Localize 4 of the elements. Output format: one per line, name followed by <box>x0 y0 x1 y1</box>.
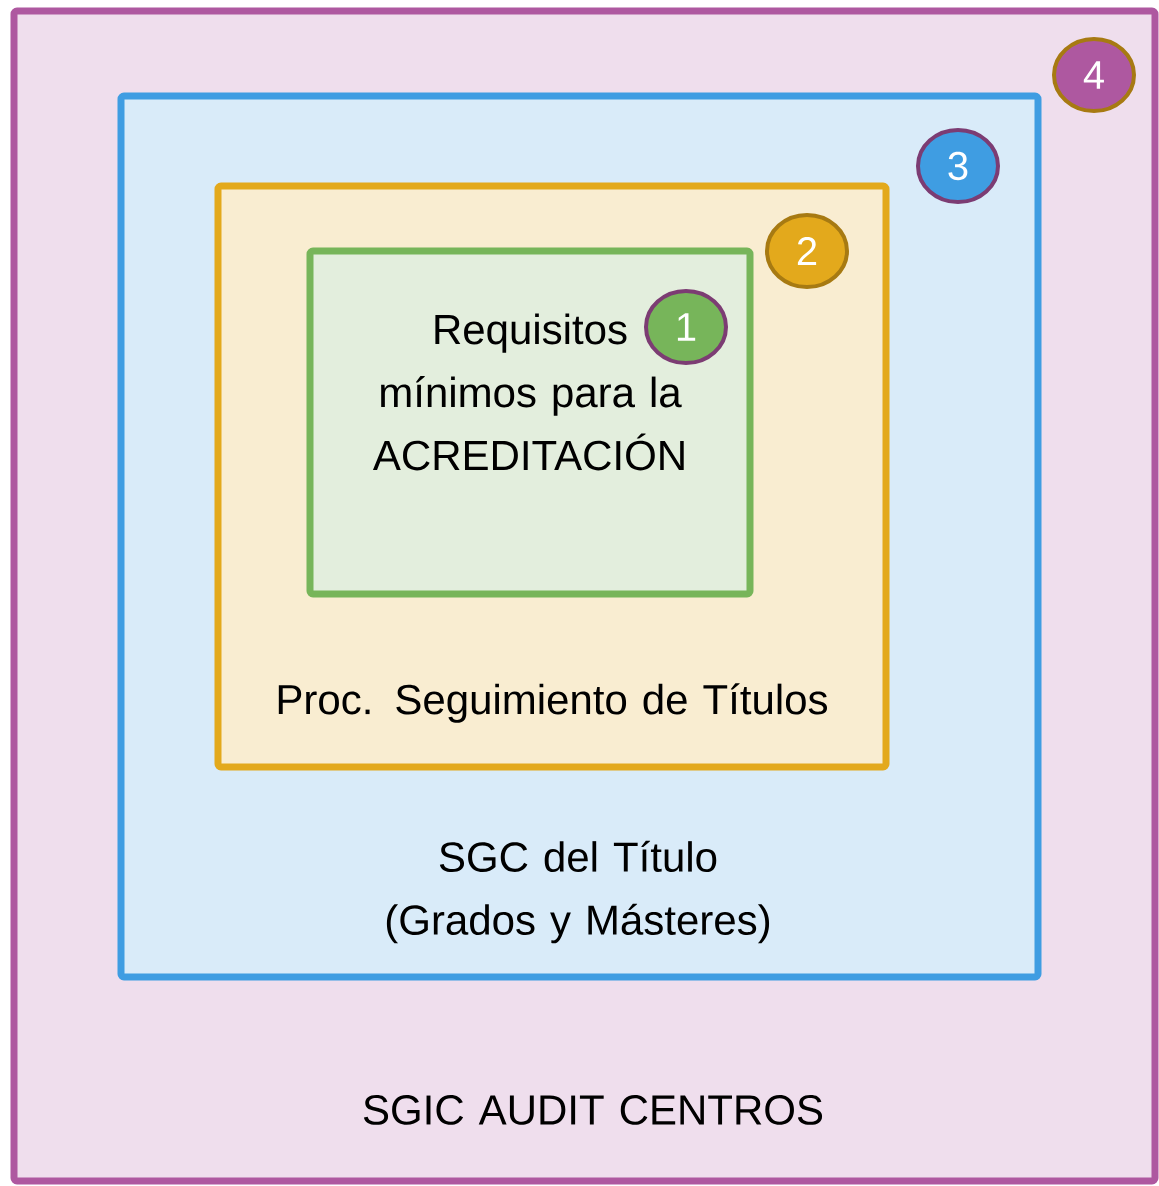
number-badge: 2 <box>765 213 849 289</box>
number-badge: 1 <box>644 289 728 365</box>
number-badge: 4 <box>1052 37 1136 113</box>
number-badge: 3 <box>916 128 1000 204</box>
